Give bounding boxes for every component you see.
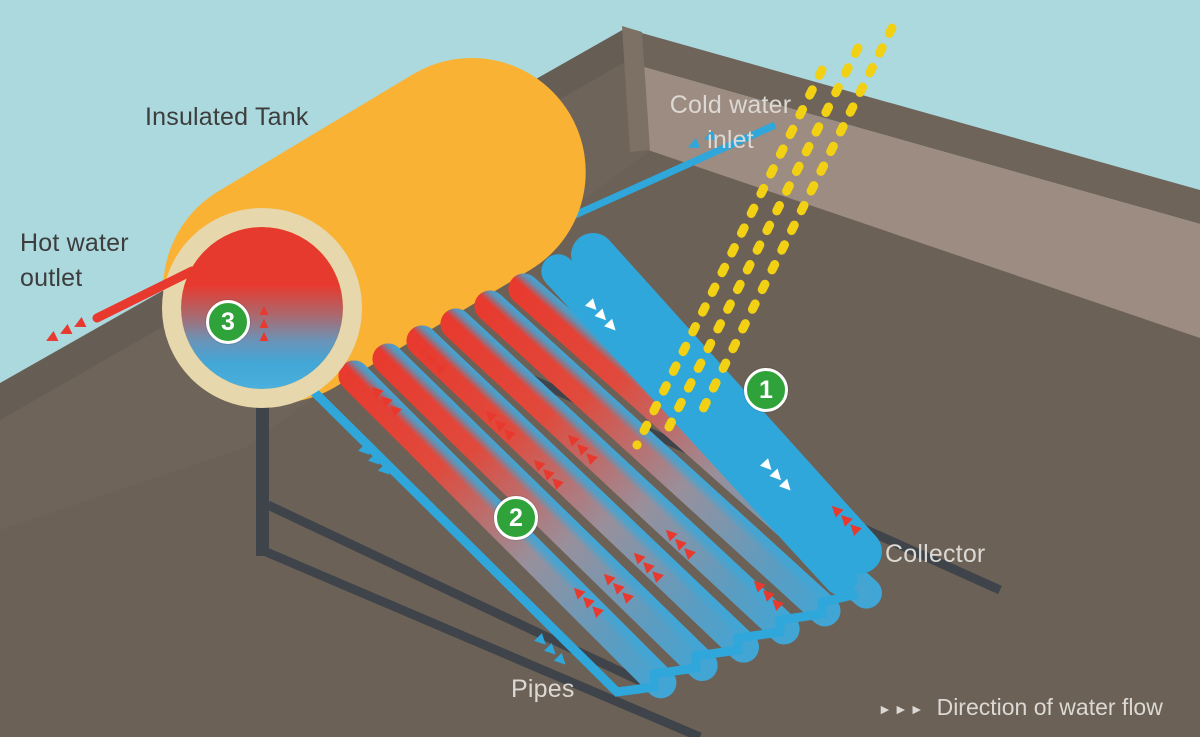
- sun-ray: [698, 23, 897, 414]
- sun-rays: [632, 23, 897, 450]
- sun-ray: [664, 43, 863, 432]
- collector-tube-red: [474, 290, 841, 627]
- label-cold-water-inlet: Cold water inlet: [648, 88, 813, 157]
- step-badge-1: 1: [744, 368, 788, 412]
- step-badge-2: 2: [494, 496, 538, 540]
- frame-bar-2: [262, 546, 702, 737]
- step-badge-3: 3: [206, 300, 250, 344]
- collector-tube-red: [406, 325, 759, 663]
- label-cold-water-inlet-line2: inlet: [707, 125, 754, 154]
- parapet-right-wall: [640, 66, 1200, 338]
- collector-tube-red: [440, 308, 800, 645]
- cold-water-inlet-pipe: [573, 121, 777, 219]
- roof-floor: [0, 28, 1200, 737]
- label-collector: Collector: [885, 540, 986, 568]
- sun-ray: [632, 65, 827, 450]
- label-cold-water-inlet-line1: Cold water: [669, 91, 792, 119]
- parapet-right-top: [624, 28, 1200, 224]
- legend-flow-arrows-icon: ►►►: [878, 700, 926, 717]
- label-hot-water-outlet-line1: Hot water: [20, 229, 129, 257]
- legend-water-flow: ►►► Direction of water flow: [878, 694, 1163, 721]
- label-insulated-tank: Insulated Tank: [145, 103, 309, 131]
- parapet-corner-edge: [622, 26, 650, 152]
- frame-bar-1: [266, 500, 657, 693]
- collector-tube-blue-outer: [571, 233, 882, 574]
- label-pipes: Pipes: [511, 675, 575, 703]
- tank-face: [162, 208, 362, 408]
- tank-stand-leg: [256, 386, 269, 556]
- manifold-pipe: [296, 374, 859, 697]
- label-hot-water-outlet: Hot water outlet: [20, 226, 129, 295]
- collector-tube-blue: [541, 254, 858, 596]
- hot-water-outlet-pipe: [43, 266, 197, 346]
- legend-flow-label: Direction of water flow: [936, 694, 1163, 720]
- label-hot-water-outlet-line2: outlet: [20, 263, 83, 292]
